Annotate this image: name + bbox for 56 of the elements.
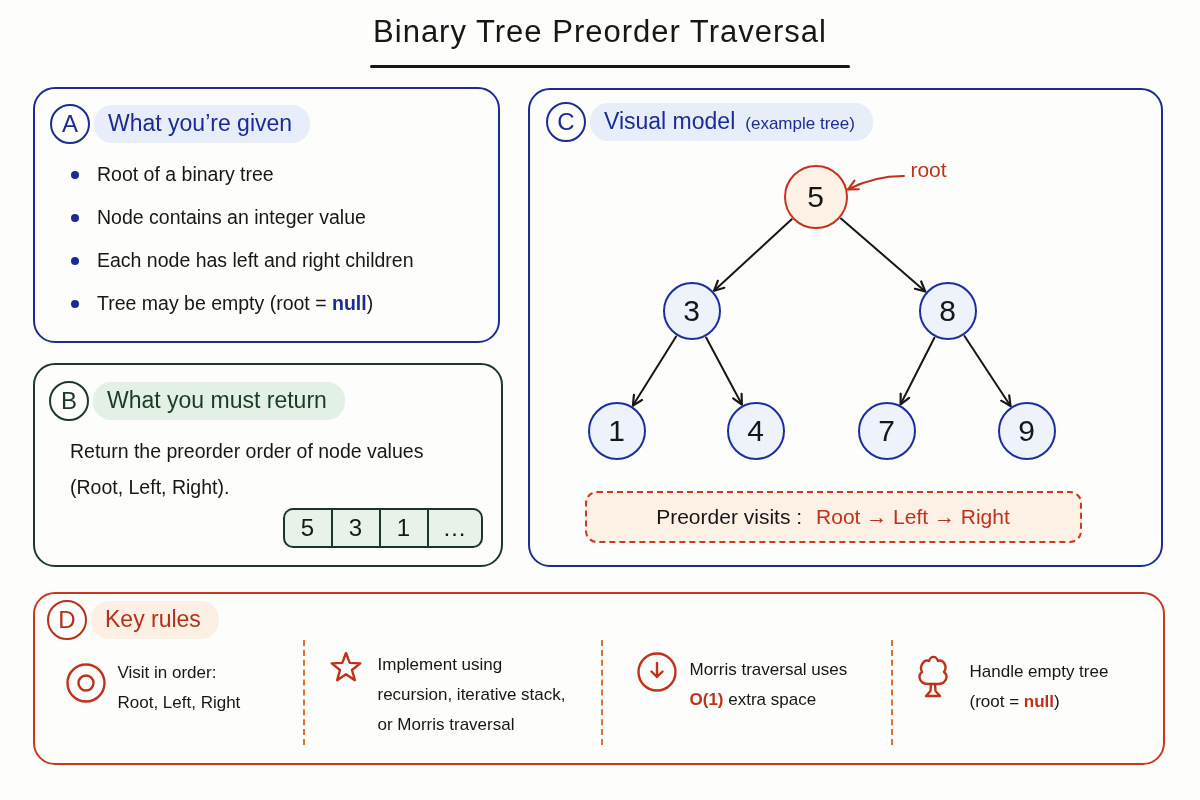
node-value: 4 [747,413,764,448]
bullet-text: Node contains an integer value [97,206,366,229]
root-tree-node [783,164,848,229]
arrow [840,217,927,293]
node-value: 7 [878,413,895,448]
node-value: 3 [683,293,700,328]
node-value: 9 [1018,413,1035,448]
root-label: root [903,155,954,184]
rule-text: Handle empty tree (root = null) [969,660,1110,713]
arrow [963,335,1012,407]
section-letter: B [49,381,89,421]
slot-value: 5 [300,513,315,542]
section-panel [33,363,503,567]
array-slot [330,507,379,548]
traversal-order: Root → Left → Right [816,504,1010,529]
node-value: 5 [807,179,824,214]
bullet-text: Tree may be empty (root = null) [97,292,374,315]
tree-node [662,281,721,340]
tree-node [726,401,785,460]
callout-box [584,490,1082,543]
heading-note: (example tree) [745,114,855,134]
bullet-text: Root of a binary tree [97,163,274,186]
arrow [705,336,743,406]
arrow [899,336,936,406]
tree-node [997,401,1056,460]
section-letter: C [546,102,586,142]
section-panel [33,87,500,343]
arrow [713,218,793,292]
array-slot [282,507,331,548]
slot-value: 1 [396,513,411,542]
callout-text: Preorder visits : [656,504,803,529]
tree-node [857,401,916,460]
node-value: 1 [608,413,625,448]
array-slot [378,507,427,548]
tree-node [918,281,977,340]
rule-text: Morris traversal uses O(1) extra space [689,658,849,711]
section-panel [33,592,1165,765]
tree-node [587,401,646,460]
section-heading: Key rules [105,606,201,633]
slot-value: 3 [348,513,363,542]
rule-text: Visit in order: Root, Left, Right [117,661,242,714]
node-value: 8 [939,293,956,328]
diagram-title: Binary Tree Preorder Traversal [373,14,827,50]
section-heading: What you’re given [108,110,293,137]
description-text: Return the preorder order of node values (Root, Left, Right). [70,439,425,500]
array-slot [426,507,483,548]
section-letter: A [50,104,90,144]
arrow [847,174,905,191]
section-panel [528,88,1163,567]
section-heading: What you must return [107,387,327,414]
rule-text: Implement using recursion, iterative stack, or Morris traversal [377,653,567,736]
bullet-text: Each node has left and right children [97,249,414,272]
slot-value: … [442,513,467,542]
arrow [631,335,678,407]
section-letter: D [47,600,87,640]
section-heading: Visual model [604,108,736,135]
